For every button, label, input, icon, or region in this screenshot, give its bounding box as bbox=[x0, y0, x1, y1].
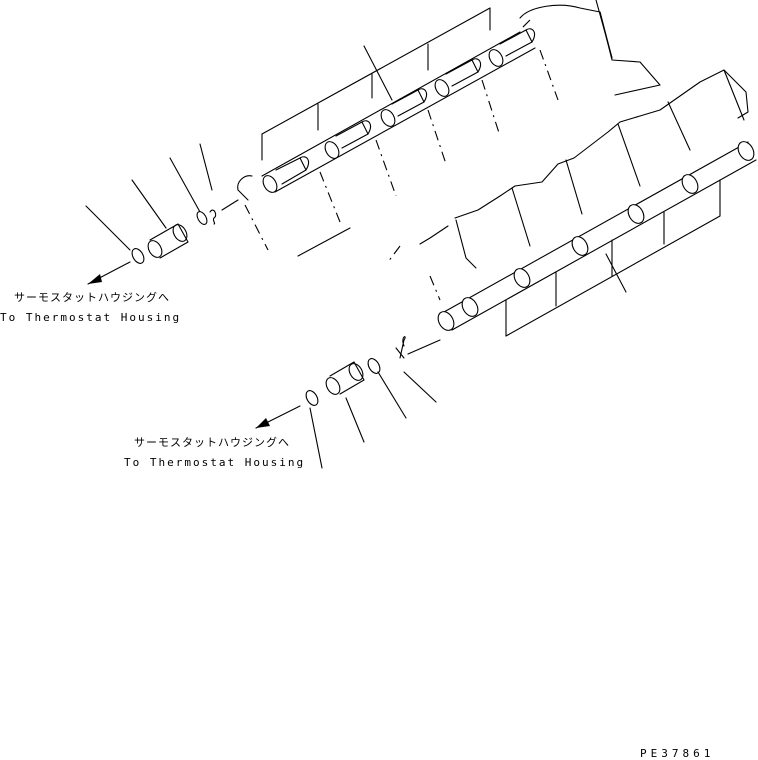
upper-label-en: To Thermostat Housing bbox=[0, 311, 182, 324]
lower-cylinder-heads bbox=[387, 69, 749, 301]
upper-cylinder-heads bbox=[519, 4, 661, 96]
lower-loose-parts bbox=[255, 336, 441, 469]
lower-water-pipe bbox=[437, 141, 757, 337]
upper-loose-parts bbox=[85, 143, 239, 285]
lower-label-en: To Thermostat Housing bbox=[124, 456, 306, 469]
upper-pipe-sockets bbox=[262, 28, 535, 193]
drawing-code: PE37861 bbox=[640, 747, 715, 760]
lower-label-jp: サーモスタットハウジングへ bbox=[134, 436, 290, 449]
upper-label-jp: サーモスタットハウジングへ bbox=[14, 291, 170, 304]
upper-water-pipe bbox=[237, 0, 613, 257]
